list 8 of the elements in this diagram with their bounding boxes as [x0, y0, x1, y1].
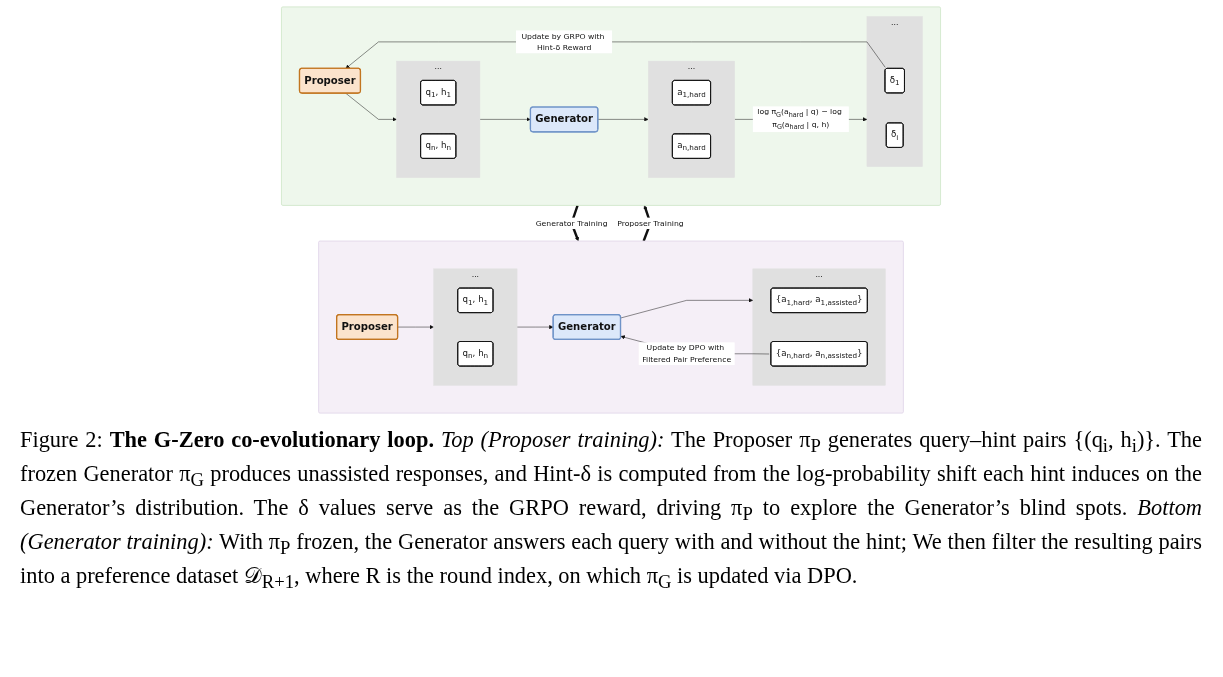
figure-caption: Figure 2: The G-Zero co-evolutionary loop. Top (Proposer training): The Proposer π$_{P}$ generates query–hint pairs {(q$_{i}$, h$_{i}$)}. The frozen Generator π$_{G}$ produces unassisted responses, and Hint-δ is computed from the log-probability shift each hint induces on the Generator’s distribution. The δ values serve as the GRPO reward, driving π$_{P}$ to explore the Generator’s blind spots. Bottom (Generator training): With π$_{P}$ frozen, the Generator answers each query with and without the hint; We then filter the resulting pairs into a preference dataset 𝒟$_{R+1}$, where R is the round index, on which π$_{G}$ is updated via DPO.: [20, 426, 1202, 595]
cluster: [318, 240, 904, 414]
cluster: [433, 268, 518, 386]
cluster: [648, 60, 735, 178]
cluster: [281, 6, 941, 206]
cluster: [866, 16, 923, 167]
cluster: [752, 268, 886, 386]
cluster: [396, 60, 481, 178]
